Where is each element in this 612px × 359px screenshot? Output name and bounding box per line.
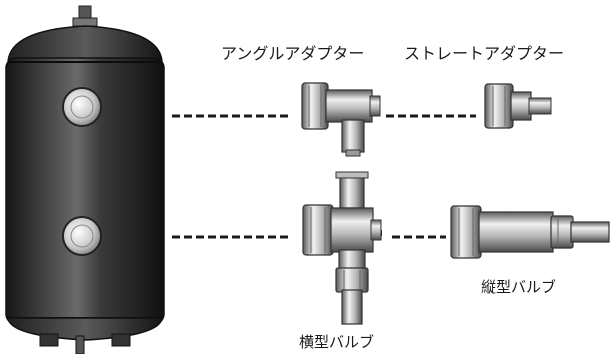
tank-top-nut bbox=[72, 17, 98, 27]
tank-top-cap bbox=[7, 25, 163, 63]
vertical-valve bbox=[450, 205, 610, 259]
angle-adapter-label: アングルアダプター bbox=[221, 44, 365, 63]
horizontal-valve bbox=[302, 171, 382, 325]
vertical-valve-label: 縦型バルブ bbox=[481, 278, 557, 296]
angle-adapter bbox=[301, 82, 381, 157]
horizontal-valve-label: 横型バルブ bbox=[299, 333, 375, 351]
tank-bottom-cap bbox=[7, 317, 163, 341]
straight-adapter-label: ストレートアダプター bbox=[404, 44, 565, 63]
receiver-tank bbox=[5, 5, 165, 355]
tank-lower-port bbox=[62, 216, 102, 256]
tank-upper-port bbox=[62, 87, 102, 127]
straight-adapter bbox=[484, 83, 552, 129]
connector-lines bbox=[172, 114, 476, 239]
